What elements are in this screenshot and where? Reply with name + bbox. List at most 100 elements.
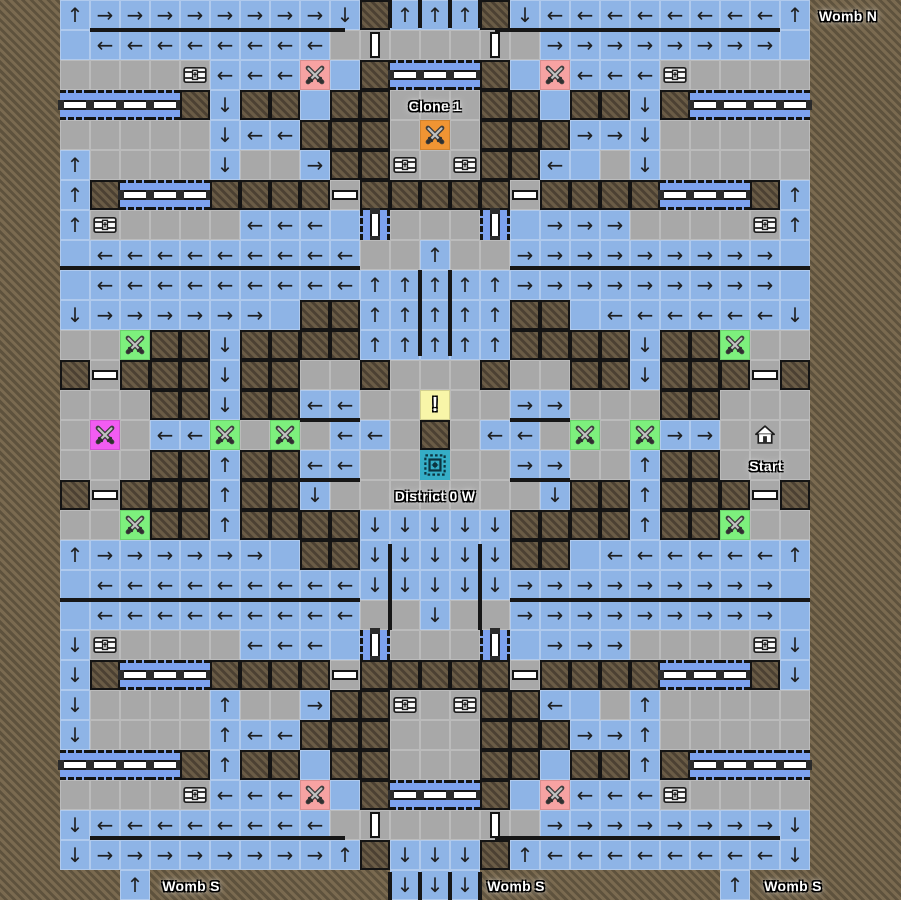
gate-door-horizontal[interactable]	[118, 180, 152, 210]
wall-block-tile	[330, 690, 360, 720]
gate-door-horizontal[interactable]	[178, 180, 212, 210]
room-door-horizontal[interactable]	[90, 360, 120, 390]
gate-door-horizontal[interactable]	[388, 60, 422, 90]
gate-door-horizontal[interactable]	[148, 750, 182, 780]
road-arrow-right-tile: →	[510, 240, 540, 270]
room-door-horizontal[interactable]	[330, 660, 360, 690]
wall-line	[510, 478, 570, 482]
room-door-horizontal[interactable]	[510, 660, 540, 690]
gate-door-vertical[interactable]	[480, 628, 510, 662]
road-arrow-right-tile: →	[90, 540, 120, 570]
wall-block-tile	[540, 720, 570, 750]
gate-door-horizontal[interactable]	[718, 180, 752, 210]
room-door-vertical[interactable]	[480, 30, 510, 60]
gate-door-horizontal[interactable]	[688, 660, 722, 690]
direction-arrow-icon: ←	[156, 423, 174, 447]
battle-tile-orange[interactable]	[420, 120, 450, 150]
gate-door-horizontal[interactable]	[748, 90, 782, 120]
direction-arrow-icon: →	[546, 33, 564, 57]
gate-door-horizontal[interactable]	[718, 750, 752, 780]
floor-tile	[450, 720, 480, 750]
battle-tile-green[interactable]	[630, 420, 660, 450]
gate-door-horizontal[interactable]	[688, 750, 722, 780]
gate-door-horizontal[interactable]	[778, 90, 812, 120]
gate-door-horizontal[interactable]	[658, 180, 692, 210]
road-arrow-left-tile: ←	[330, 600, 360, 630]
gate-door-horizontal[interactable]	[718, 90, 752, 120]
gate-door-horizontal[interactable]	[58, 750, 92, 780]
road-arrow-right-tile: →	[690, 810, 720, 840]
room-door-vertical[interactable]	[480, 810, 510, 840]
gate-door-horizontal[interactable]	[388, 780, 422, 810]
direction-arrow-icon: ↑	[216, 693, 234, 717]
battle-tile-green[interactable]	[120, 330, 150, 360]
battle-tile-pink[interactable]	[540, 60, 570, 90]
chest-tile[interactable]	[450, 690, 480, 720]
battle-tile-magenta[interactable]	[90, 420, 120, 450]
battle-tile-green[interactable]	[210, 420, 240, 450]
start-home-tile[interactable]	[750, 420, 780, 450]
chest-tile[interactable]	[90, 630, 120, 660]
room-door-vertical[interactable]	[360, 810, 390, 840]
battle-tile-green[interactable]	[120, 510, 150, 540]
gate-door-horizontal[interactable]	[688, 180, 722, 210]
road-tile	[270, 300, 300, 330]
district-core-tile[interactable]	[420, 450, 450, 480]
gate-door-horizontal[interactable]	[118, 750, 152, 780]
floor-tile	[480, 480, 510, 510]
room-door-horizontal[interactable]	[330, 180, 360, 210]
chest-tile[interactable]	[180, 60, 210, 90]
room-door-vertical[interactable]	[360, 30, 390, 60]
battle-tile-green[interactable]	[720, 330, 750, 360]
gate-door-horizontal[interactable]	[118, 660, 152, 690]
chest-tile[interactable]	[750, 630, 780, 660]
gate-door-vertical[interactable]	[480, 208, 510, 242]
alert-tile[interactable]: !	[420, 390, 450, 420]
gate-door-horizontal[interactable]	[718, 660, 752, 690]
chest-tile[interactable]	[750, 210, 780, 240]
floor-tile	[510, 360, 540, 390]
chest-tile[interactable]	[390, 150, 420, 180]
gate-door-horizontal[interactable]	[748, 750, 782, 780]
room-door-horizontal[interactable]	[750, 360, 780, 390]
gate-door-horizontal[interactable]	[148, 660, 182, 690]
gate-door-horizontal[interactable]	[448, 60, 482, 90]
gate-door-horizontal[interactable]	[778, 750, 812, 780]
gate-door-horizontal[interactable]	[58, 90, 92, 120]
battle-tile-green[interactable]	[570, 420, 600, 450]
direction-arrow-icon: ←	[366, 423, 384, 447]
gate-door-horizontal[interactable]	[418, 60, 452, 90]
chest-tile[interactable]	[390, 690, 420, 720]
chest-tile[interactable]	[660, 780, 690, 810]
gate-door-horizontal[interactable]	[148, 90, 182, 120]
floor-tile	[540, 360, 570, 390]
chest-tile[interactable]	[180, 780, 210, 810]
chest-tile[interactable]	[90, 210, 120, 240]
wall-line	[300, 478, 360, 482]
room-door-horizontal[interactable]	[510, 180, 540, 210]
gate-door-horizontal[interactable]	[118, 90, 152, 120]
battle-tile-pink[interactable]	[540, 780, 570, 810]
battle-tile-pink[interactable]	[300, 60, 330, 90]
gate-door-horizontal[interactable]	[178, 660, 212, 690]
battle-tile-green[interactable]	[270, 420, 300, 450]
room-door-horizontal[interactable]	[90, 480, 120, 510]
gate-door-horizontal[interactable]	[688, 90, 722, 120]
battle-tile-pink[interactable]	[300, 780, 330, 810]
gate-door-horizontal[interactable]	[88, 750, 122, 780]
room-door-horizontal[interactable]	[750, 480, 780, 510]
battle-tile-green[interactable]	[720, 510, 750, 540]
direction-arrow-icon: ←	[576, 783, 594, 807]
gate-door-horizontal[interactable]	[448, 780, 482, 810]
gate-door-horizontal[interactable]	[658, 660, 692, 690]
chest-tile[interactable]	[660, 60, 690, 90]
gate-door-vertical[interactable]	[360, 628, 390, 662]
chest-tile[interactable]	[450, 150, 480, 180]
direction-arrow-icon: ←	[216, 33, 234, 57]
road-arrow-down-tile: ↓	[480, 510, 510, 540]
gate-door-horizontal[interactable]	[418, 780, 452, 810]
gate-door-horizontal[interactable]	[88, 90, 122, 120]
gate-door-vertical[interactable]	[360, 208, 390, 242]
gate-door-horizontal[interactable]	[148, 180, 182, 210]
wall-line	[388, 872, 392, 900]
